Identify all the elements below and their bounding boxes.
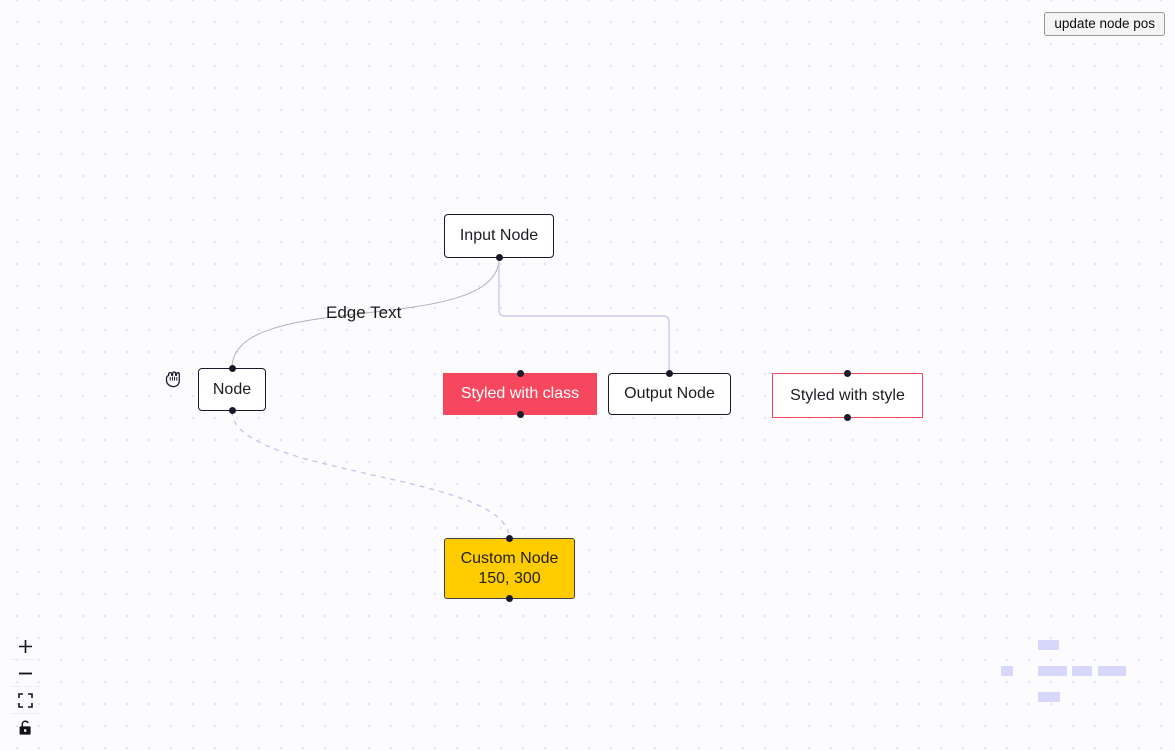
- node-custom-node[interactable]: Custom Node 150, 300: [444, 535, 575, 602]
- watermark-block: [1001, 666, 1013, 676]
- lock-icon: [19, 719, 31, 735]
- handle-target-top[interactable]: [228, 365, 236, 372]
- handle-source-bottom[interactable]: [516, 411, 524, 418]
- toggle-interactivity-button[interactable]: [11, 714, 40, 741]
- watermark-block: [1038, 692, 1060, 702]
- fit-view-button[interactable]: [11, 687, 40, 714]
- watermark-block: [1098, 666, 1126, 676]
- node-label: Output Node: [624, 385, 715, 402]
- node-label: Node: [212, 380, 252, 398]
- handle-target-top[interactable]: [516, 370, 524, 377]
- update-node-pos-button[interactable]: update node pos: [1044, 12, 1165, 36]
- node-styled-with-style[interactable]: Styled with style: [772, 370, 923, 421]
- node-styled-with-class[interactable]: Styled with class: [443, 370, 597, 418]
- node-input-node[interactable]: Input Node: [444, 214, 554, 261]
- handle-source-bottom[interactable]: [506, 595, 513, 602]
- node-sublabel: 150, 300: [478, 569, 541, 587]
- node-label: Styled with class: [460, 385, 580, 402]
- node-label: Custom Node: [460, 549, 559, 567]
- minus-icon: [19, 672, 32, 674]
- node-label: Input Node: [459, 227, 539, 244]
- edge-input-to-output: [498, 258, 670, 373]
- edge-label-edge-text: Edge Text: [326, 303, 402, 322]
- flow-controls[interactable]: [11, 633, 40, 741]
- handle-target-top[interactable]: [506, 535, 513, 542]
- zoom-out-button[interactable]: [11, 660, 40, 687]
- node-output-node[interactable]: Output Node: [608, 370, 731, 415]
- plus-icon: [19, 639, 32, 653]
- handle-target-top[interactable]: [666, 370, 673, 377]
- handle-target-top[interactable]: [844, 370, 851, 377]
- watermark-block: [1072, 666, 1092, 676]
- node-default-node[interactable]: Node: [198, 365, 266, 414]
- fit-view-icon: [18, 692, 33, 708]
- grabbing-hand-cursor: [165, 371, 180, 388]
- handle-source-bottom[interactable]: [228, 407, 236, 414]
- react-flow-attribution[interactable]: [1001, 637, 1131, 703]
- handle-source-bottom[interactable]: [495, 254, 503, 261]
- watermark-block: [1038, 666, 1067, 676]
- node-label: Styled with style: [790, 386, 905, 404]
- edge-node-to-custom: [231, 410, 510, 539]
- handle-source-bottom[interactable]: [844, 414, 851, 421]
- zoom-in-button[interactable]: [11, 633, 40, 660]
- watermark-block: [1038, 640, 1059, 650]
